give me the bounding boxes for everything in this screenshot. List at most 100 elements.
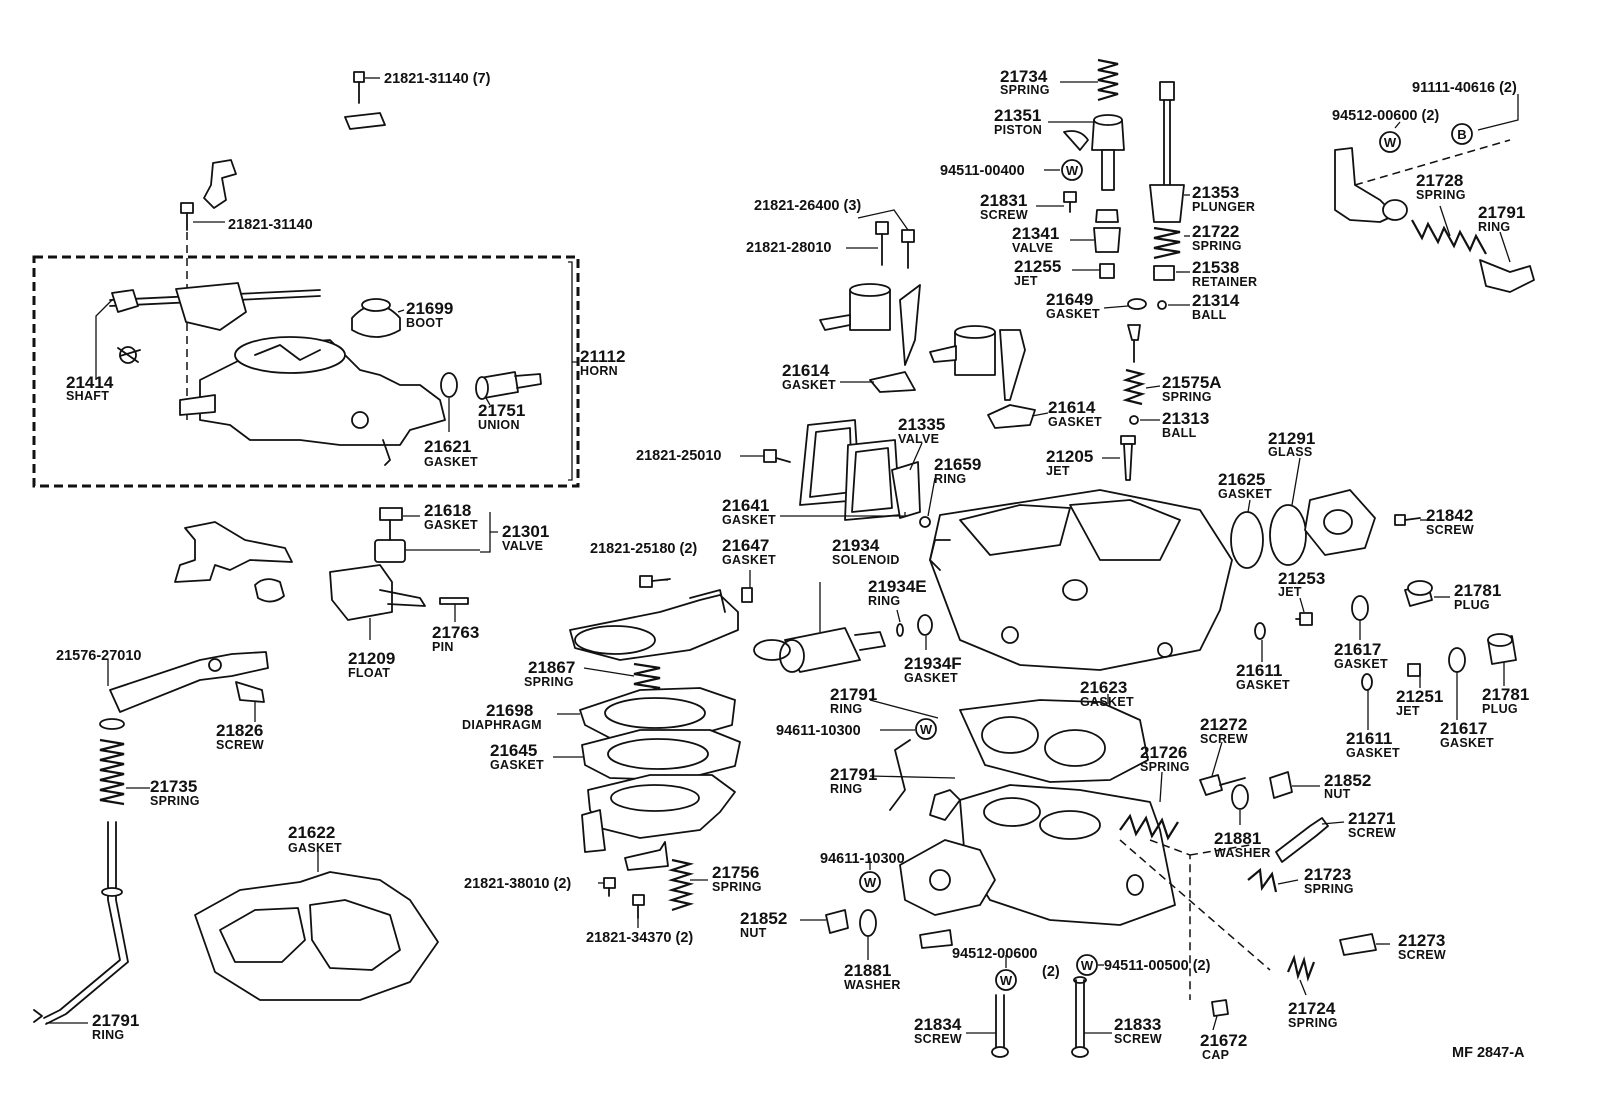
svg-text:SPRING: SPRING <box>1140 760 1190 774</box>
svg-text:DIAPHRAGM: DIAPHRAGM <box>462 718 542 732</box>
assembly-boundary <box>32 255 580 488</box>
svg-text:W: W <box>1384 135 1397 150</box>
svg-text:21614: 21614 <box>1048 398 1096 417</box>
part-label: 94611-10300 <box>776 723 861 739</box>
svg-text:21209: 21209 <box>348 649 395 668</box>
svg-text:21273: 21273 <box>1398 931 1445 950</box>
jet-21251 <box>1407 663 1421 677</box>
boot <box>351 298 401 338</box>
jet-21253 <box>1295 612 1313 626</box>
screw-25010 <box>763 449 791 463</box>
assembly-lines <box>1119 839 1271 1000</box>
lever-21576 <box>109 651 269 713</box>
glass-21291 <box>1269 504 1307 566</box>
svg-text:21641: 21641 <box>722 496 769 515</box>
cap-21672 <box>1211 999 1229 1017</box>
svg-text:94611-10300: 94611-10300 <box>776 723 861 739</box>
bolt-21834 <box>991 994 1009 1058</box>
svg-text:21821-38010 (2): 21821-38010 (2) <box>464 876 571 892</box>
throttle-body <box>899 784 1176 949</box>
svg-text:VALVE: VALVE <box>898 432 939 446</box>
svg-text:SHAFT: SHAFT <box>66 389 109 403</box>
svg-text:VALVE: VALVE <box>1012 241 1053 255</box>
svg-text:GASKET: GASKET <box>1440 736 1494 750</box>
svg-text:JET: JET <box>1278 585 1302 599</box>
jet-21205 <box>1120 435 1136 481</box>
svg-text:21791: 21791 <box>92 1011 139 1030</box>
valve-assy-lower <box>929 325 1026 401</box>
svg-text:BALL: BALL <box>1162 426 1197 440</box>
part-label: 21821-25010 <box>636 448 721 464</box>
part-drawings <box>32 58 1535 1058</box>
svg-text:GASKET: GASKET <box>490 758 544 772</box>
svg-text:21623: 21623 <box>1080 678 1127 697</box>
svg-text:21625: 21625 <box>1218 470 1265 489</box>
gasket-21614-b <box>987 404 1036 429</box>
svg-text:21698: 21698 <box>486 701 533 720</box>
washer-symbol-icon: W <box>995 969 1017 991</box>
svg-text:21611: 21611 <box>1236 661 1282 680</box>
float-21209 <box>329 564 469 621</box>
part-label: 21576-27010 <box>56 648 141 664</box>
svg-text:SPRING: SPRING <box>1288 1016 1338 1030</box>
svg-text:GASKET: GASKET <box>424 455 478 469</box>
gasket-21647 <box>741 587 753 603</box>
screw-21831 <box>1063 191 1077 213</box>
gasket-21611-b <box>1361 673 1373 691</box>
screw-top <box>344 71 386 130</box>
svg-text:21341: 21341 <box>1012 224 1059 243</box>
washer-21881-right <box>1231 784 1249 810</box>
valve-21341 <box>1093 209 1121 253</box>
union-21751 <box>475 371 542 400</box>
spring-21756 <box>667 858 695 912</box>
svg-text:GASKET: GASKET <box>1046 307 1100 321</box>
svg-text:21645: 21645 <box>490 741 537 760</box>
screws-26400 <box>875 221 915 269</box>
svg-text:JET: JET <box>1014 274 1038 288</box>
svg-text:21618: 21618 <box>424 501 471 520</box>
svg-text:SPRING: SPRING <box>712 880 762 894</box>
svg-text:SCREW: SCREW <box>1200 732 1248 746</box>
svg-text:21614: 21614 <box>782 361 830 380</box>
svg-text:21649: 21649 <box>1046 290 1093 309</box>
svg-text:RING: RING <box>830 782 862 796</box>
nut-21852-right <box>1269 771 1293 799</box>
svg-text:21821-25180 (2): 21821-25180 (2) <box>590 541 697 557</box>
svg-text:21659: 21659 <box>934 455 981 474</box>
svg-text:21821-26400 (3): 21821-26400 (3) <box>754 198 861 214</box>
svg-text:GASKET: GASKET <box>722 553 776 567</box>
svg-text:21112: 21112 <box>580 347 625 366</box>
part-label: 21821-34370 (2) <box>586 930 693 946</box>
spring-21726 <box>1119 813 1179 841</box>
svg-text:VALVE: VALVE <box>502 539 543 553</box>
svg-text:94512-00600: 94512-00600 <box>952 946 1037 962</box>
svg-text:21821-25010: 21821-25010 <box>636 448 721 464</box>
gasket-21617-a <box>1351 595 1369 621</box>
svg-text:RING: RING <box>92 1028 124 1042</box>
svg-text:SPRING: SPRING <box>524 675 574 689</box>
part-label: 21821-26400 (3) <box>754 198 861 214</box>
svg-text:PIN: PIN <box>432 640 454 654</box>
